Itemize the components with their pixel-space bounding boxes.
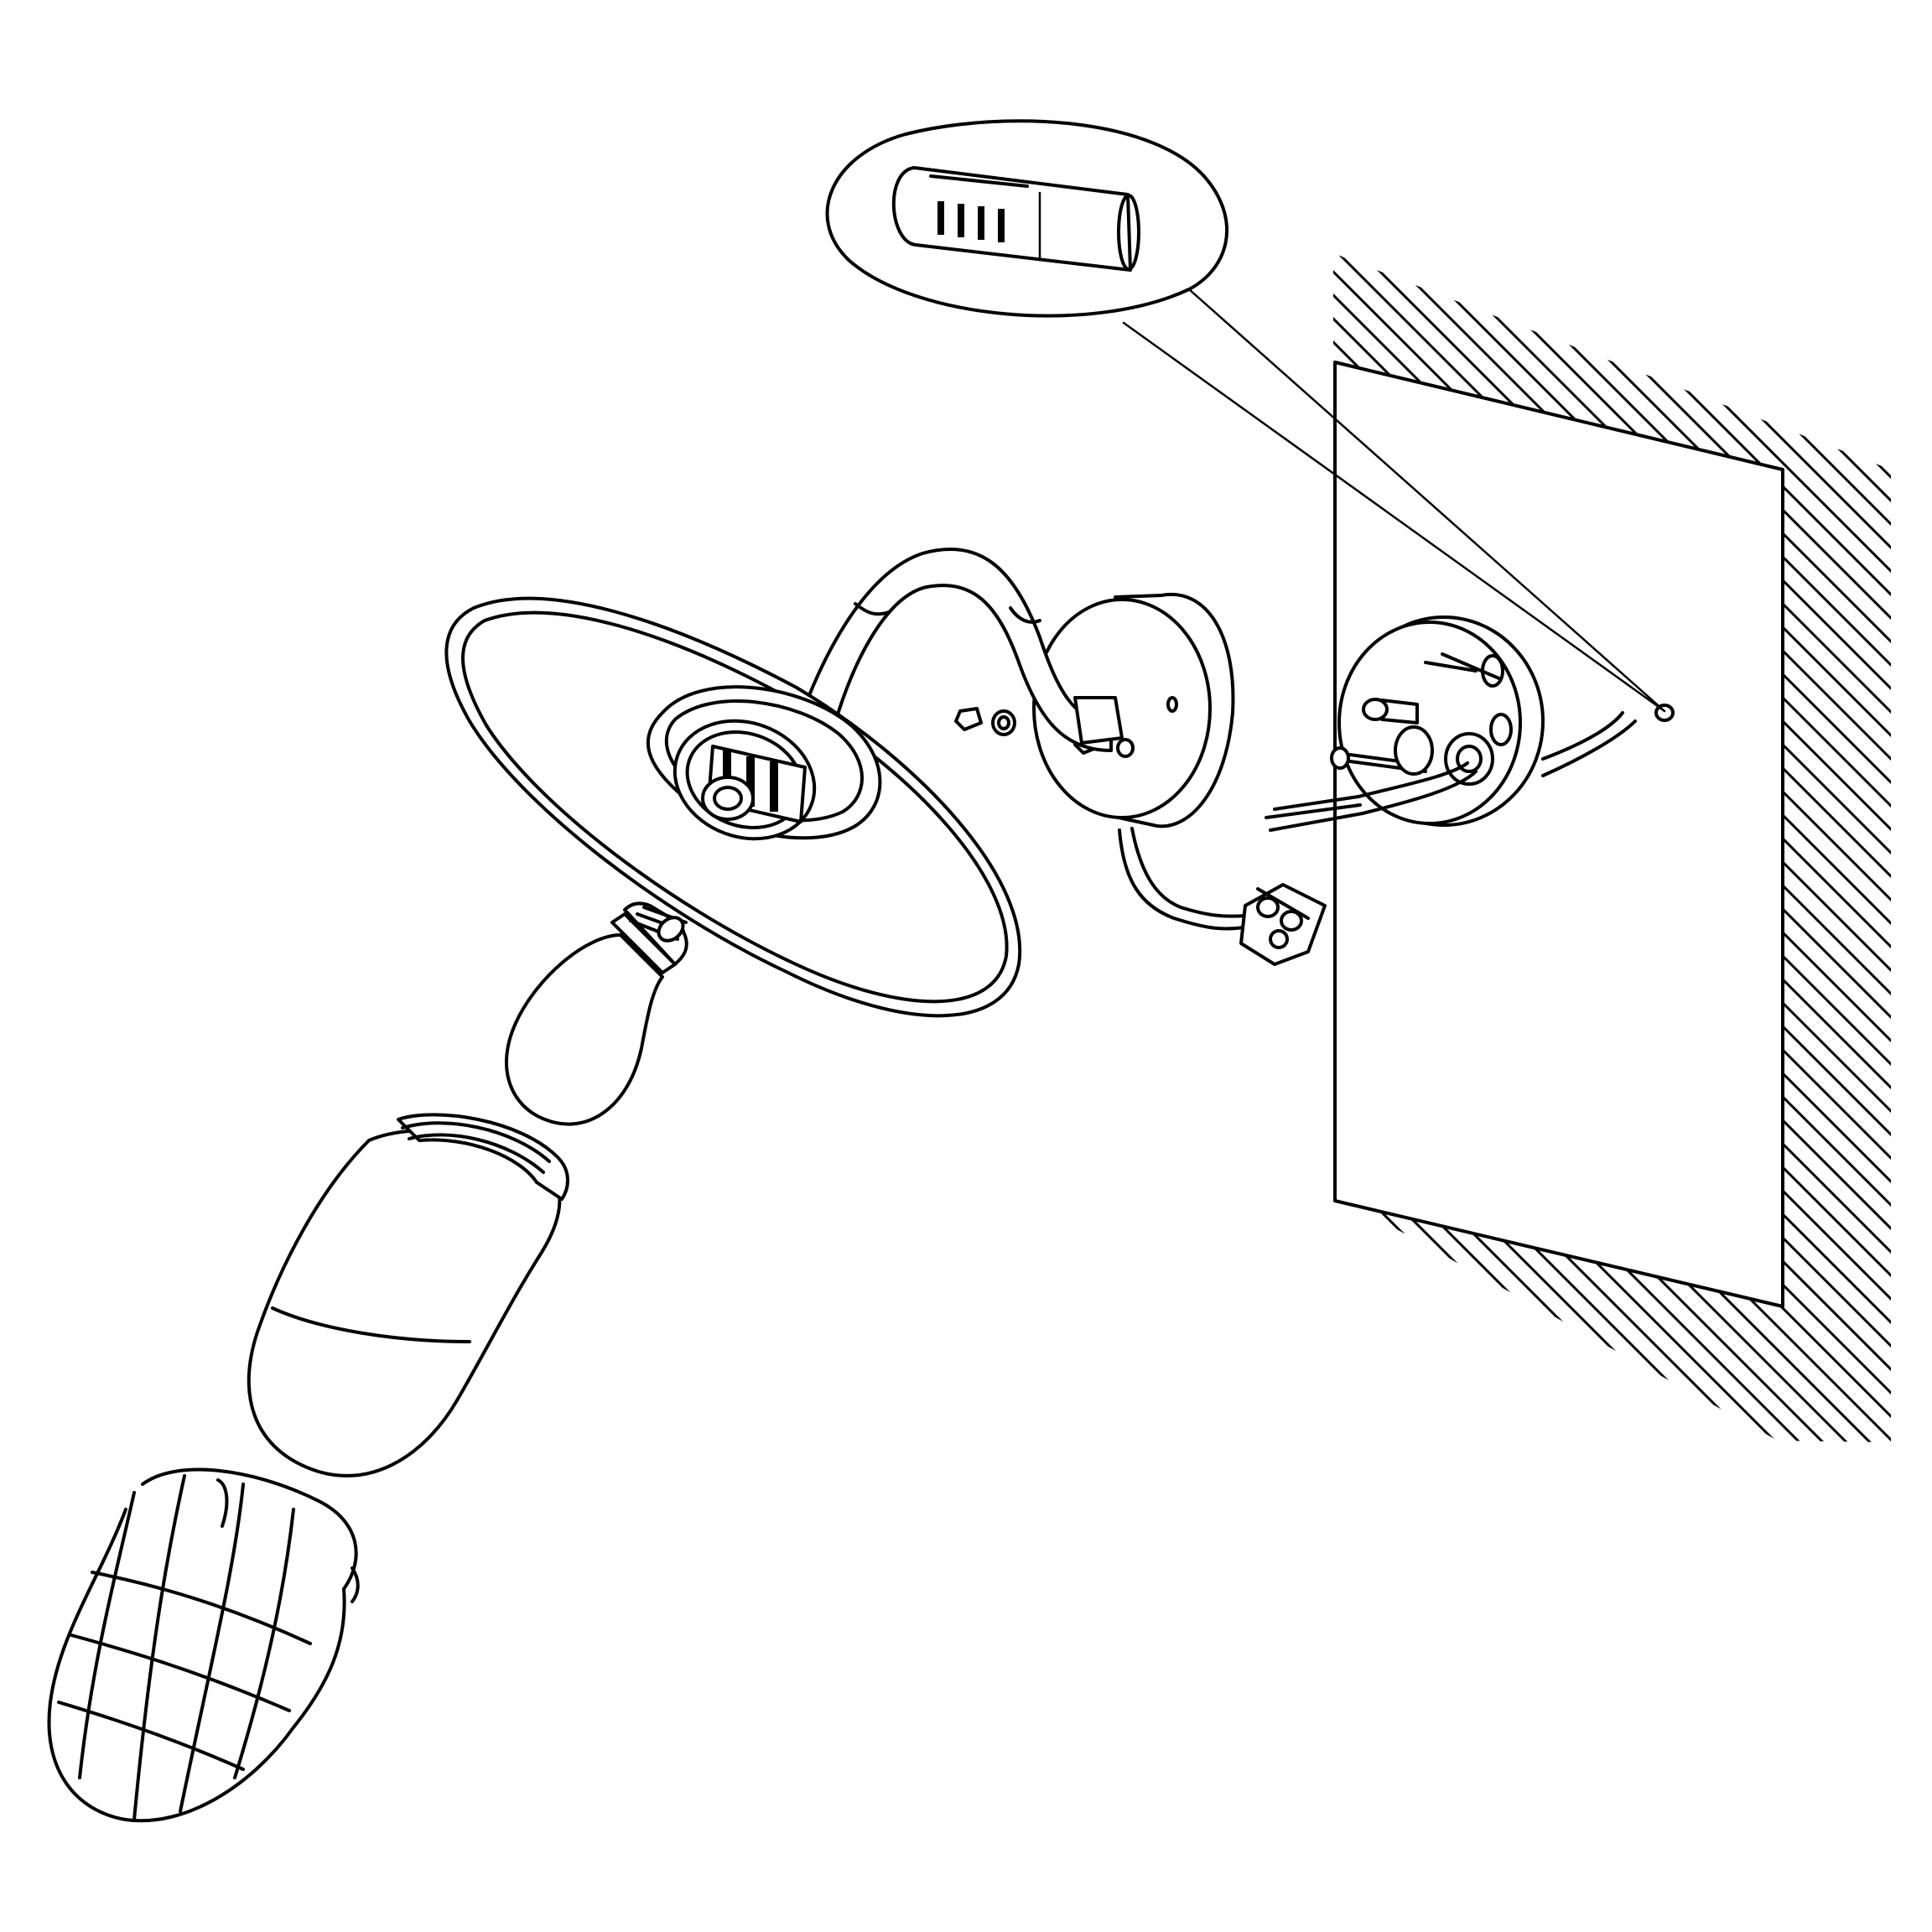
wall-hatch-line bbox=[1333, 253, 1845, 1442]
wall-hatch-line bbox=[1546, 253, 1891, 1442]
wall-hatch-line bbox=[1333, 253, 1891, 1442]
light-bulb-icon bbox=[504, 901, 688, 1126]
wall-hatch-line bbox=[1333, 253, 1774, 1442]
wall-hatch-line bbox=[1333, 253, 1891, 1442]
wall-plug-hole-icon bbox=[1654, 704, 1675, 722]
wall-hatch-line bbox=[1875, 253, 1891, 1442]
hatched-wall-icon bbox=[1333, 252, 1932, 1509]
wall-hatch-line bbox=[1900, 252, 1932, 1509]
terminal-block-icon bbox=[1118, 827, 1327, 966]
bracket-icon bbox=[954, 592, 1235, 828]
wall-hatch-line bbox=[1333, 253, 1891, 1442]
magnified-detail-icon bbox=[825, 119, 1675, 722]
glass-diffuser-icon bbox=[247, 1113, 569, 1478]
wall-hatch-line bbox=[1333, 253, 1821, 1442]
wall-hatch-line bbox=[1570, 253, 1891, 1442]
gooseneck-arm-icon bbox=[799, 548, 1124, 752]
wall-hatch-line bbox=[1333, 253, 1868, 1442]
cable-icon bbox=[1265, 711, 1637, 832]
wall-plate-surface bbox=[1333, 361, 1784, 1308]
wall-hatch-line bbox=[1617, 253, 1891, 1442]
wire-guard-icon bbox=[47, 1467, 360, 1823]
wall-hatch-line bbox=[1640, 253, 1891, 1442]
wall-hatch-line bbox=[1924, 252, 1932, 1509]
wall-hatch-line bbox=[1333, 253, 1751, 1442]
wall-hatch-line bbox=[1828, 253, 1891, 1442]
wall-plug-icon bbox=[891, 166, 1140, 272]
wall-hatch-line bbox=[1333, 253, 1798, 1442]
wall-hatch-line bbox=[1593, 253, 1891, 1442]
wall-hatch-line bbox=[1781, 253, 1891, 1442]
socket-icon bbox=[673, 719, 817, 841]
